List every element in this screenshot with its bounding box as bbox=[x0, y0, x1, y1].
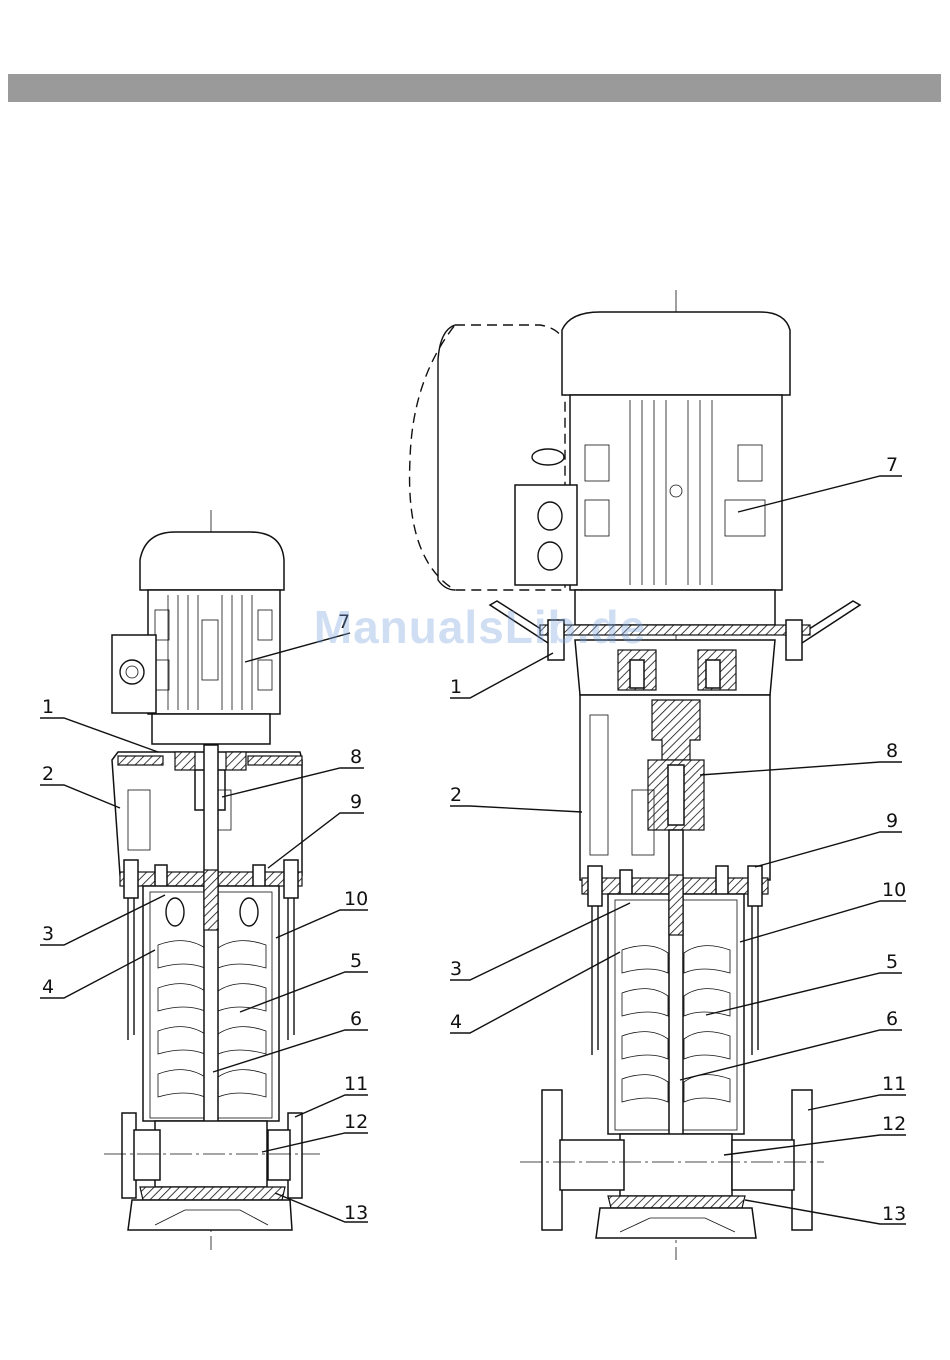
right-callout-8-label: 8 bbox=[886, 740, 898, 762]
left-callout-10-label: 10 bbox=[344, 888, 368, 910]
left-pump-drawing bbox=[104, 510, 320, 1250]
right-callout-5-label: 5 bbox=[886, 951, 898, 973]
right-callout-2: 2 bbox=[450, 784, 582, 812]
left-callout-11-label: 11 bbox=[344, 1073, 368, 1095]
right-callout-4-label: 4 bbox=[450, 1011, 462, 1033]
left-callout-1-label: 1 bbox=[42, 696, 54, 718]
right-callout-1: 1 bbox=[450, 653, 553, 698]
right-callout-13-label: 13 bbox=[882, 1203, 906, 1225]
left-callout-2: 2 bbox=[40, 763, 120, 808]
right-callout-12-label: 12 bbox=[882, 1113, 906, 1135]
right-callout-3-label: 3 bbox=[450, 958, 462, 980]
right-pump-drawing bbox=[410, 290, 860, 1260]
right-callout-11-label: 11 bbox=[882, 1073, 906, 1095]
right-callout-2-label: 2 bbox=[450, 784, 462, 806]
right-callout-10-label: 10 bbox=[882, 879, 906, 901]
right-callout-9: 9 bbox=[755, 810, 902, 867]
watermark: ManualsLib.de bbox=[290, 600, 670, 654]
left-callout-8-label: 8 bbox=[350, 746, 362, 768]
right-callout-1-label: 1 bbox=[450, 676, 462, 698]
right-callout-9-label: 9 bbox=[886, 810, 898, 832]
right-callout-7-label: 7 bbox=[886, 454, 898, 476]
left-callout-12-label: 12 bbox=[344, 1111, 368, 1133]
right-callout-11: 11 bbox=[808, 1073, 906, 1110]
left-callout-6-label: 6 bbox=[350, 1008, 362, 1030]
left-callout-3-label: 3 bbox=[42, 923, 54, 945]
right-callout-4: 4 bbox=[450, 952, 620, 1033]
right-callout-6-label: 6 bbox=[886, 1008, 898, 1030]
left-callout-9-label: 9 bbox=[350, 791, 362, 813]
left-callout-5-label: 5 bbox=[350, 950, 362, 972]
right-callout-13: 13 bbox=[745, 1200, 906, 1225]
left-callout-13-label: 13 bbox=[344, 1202, 368, 1224]
left-callout-2-label: 2 bbox=[42, 763, 54, 785]
right-callout-3: 3 bbox=[450, 903, 630, 980]
left-callout-4-label: 4 bbox=[42, 976, 54, 998]
left-callout-4: 4 bbox=[40, 950, 155, 998]
